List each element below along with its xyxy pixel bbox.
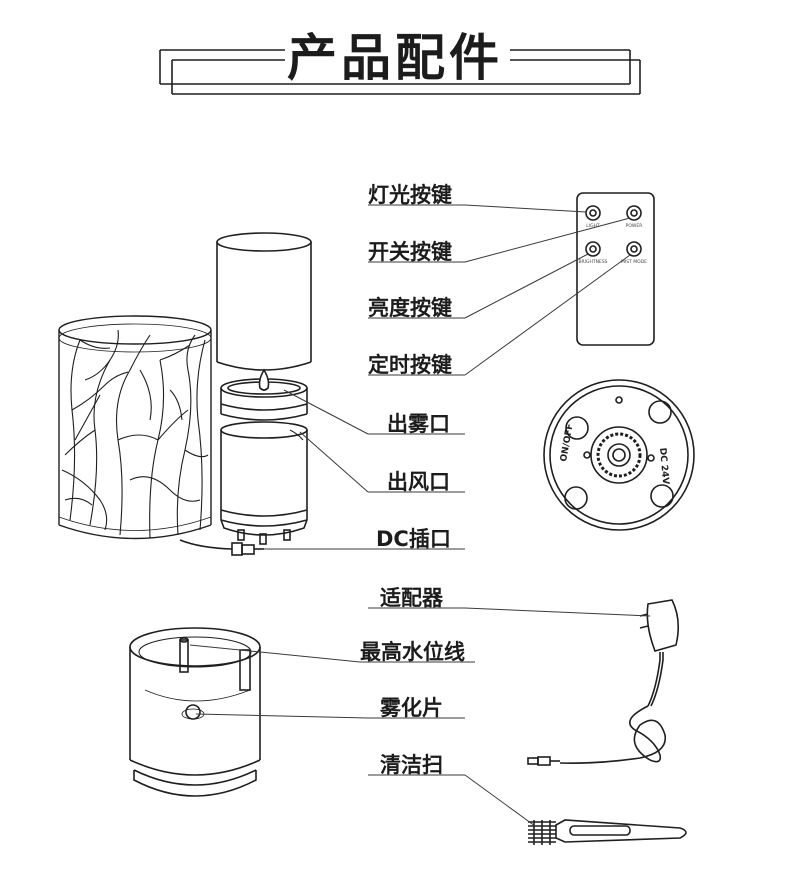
air-outlet-body [220,421,308,545]
water-tank [129,627,261,797]
label-light-button: 灯光按键 [368,183,452,207]
title-frame [159,49,641,95]
remote-light-text: LIGHT [586,223,600,229]
remote-control [576,192,655,346]
tree-pattern-cage [58,315,212,540]
remote-power-text: POWER [626,223,643,229]
label-dc-port: DC插口 [376,527,451,551]
base-switch-text: ON/OFF [559,423,576,463]
label-mist-outlet: 出雾口 [387,412,450,436]
label-cleaning-brush: 清洁扫 [380,753,443,777]
page-title: 产品配件 [287,29,503,87]
label-brightness-button: 亮度按键 [368,296,452,320]
cleaning-brush [528,819,687,845]
label-max-water-line: 最高水位线 [360,640,465,664]
label-timer-button: 定时按键 [368,353,452,377]
remote-brightness-text: BRIGHTNESS [578,259,607,265]
label-power-button: 开关按键 [368,240,452,264]
callout-lines [189,204,651,827]
lamp-shade [216,232,312,371]
label-atomizer: 雾化片 [380,696,443,720]
base-bottom-view [543,379,695,531]
power-adapter [527,599,680,766]
dc-plug [179,539,264,556]
remote-mist-mode-text: MIST MODE [621,259,647,265]
base-voltage-text: DC 24V [657,447,670,484]
label-air-outlet: 出风口 [387,470,450,494]
label-adapter: 适配器 [380,586,443,610]
mist-cap [220,368,308,421]
remote-labels: LIGHT POWER BRIGHTNESS MIST MODE [578,223,647,265]
